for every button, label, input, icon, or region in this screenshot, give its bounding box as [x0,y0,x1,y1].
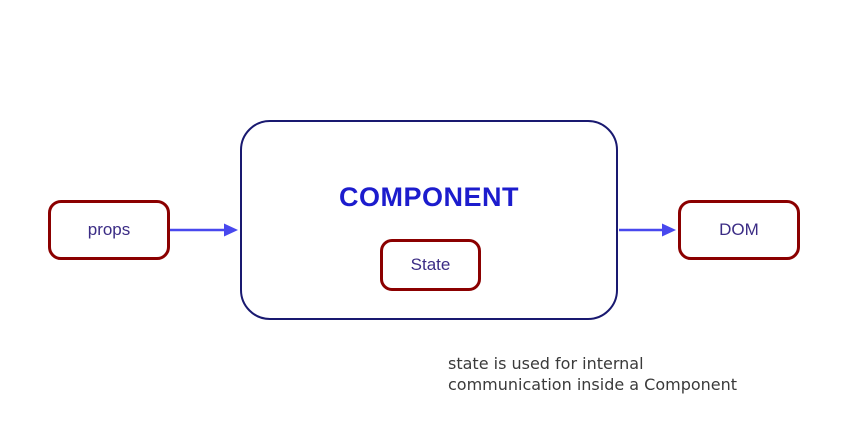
component-title: COMPONENT [339,182,519,212]
arrow-props-to-component-icon [170,223,238,237]
caption: state is used for internal communication… [448,353,737,395]
props-node-label: props [87,220,131,239]
caption-line-1: state is used for internal [448,354,644,373]
dom-node: DOM [678,200,800,260]
props-node: props [48,200,170,260]
state-node-label: State [410,255,451,274]
state-node: State [380,239,481,291]
dom-node-label: DOM [719,220,759,239]
component-node: COMPONENT [240,120,618,320]
caption-line-2: communication inside a Component [448,375,738,394]
arrow-component-to-dom-icon [619,223,676,237]
